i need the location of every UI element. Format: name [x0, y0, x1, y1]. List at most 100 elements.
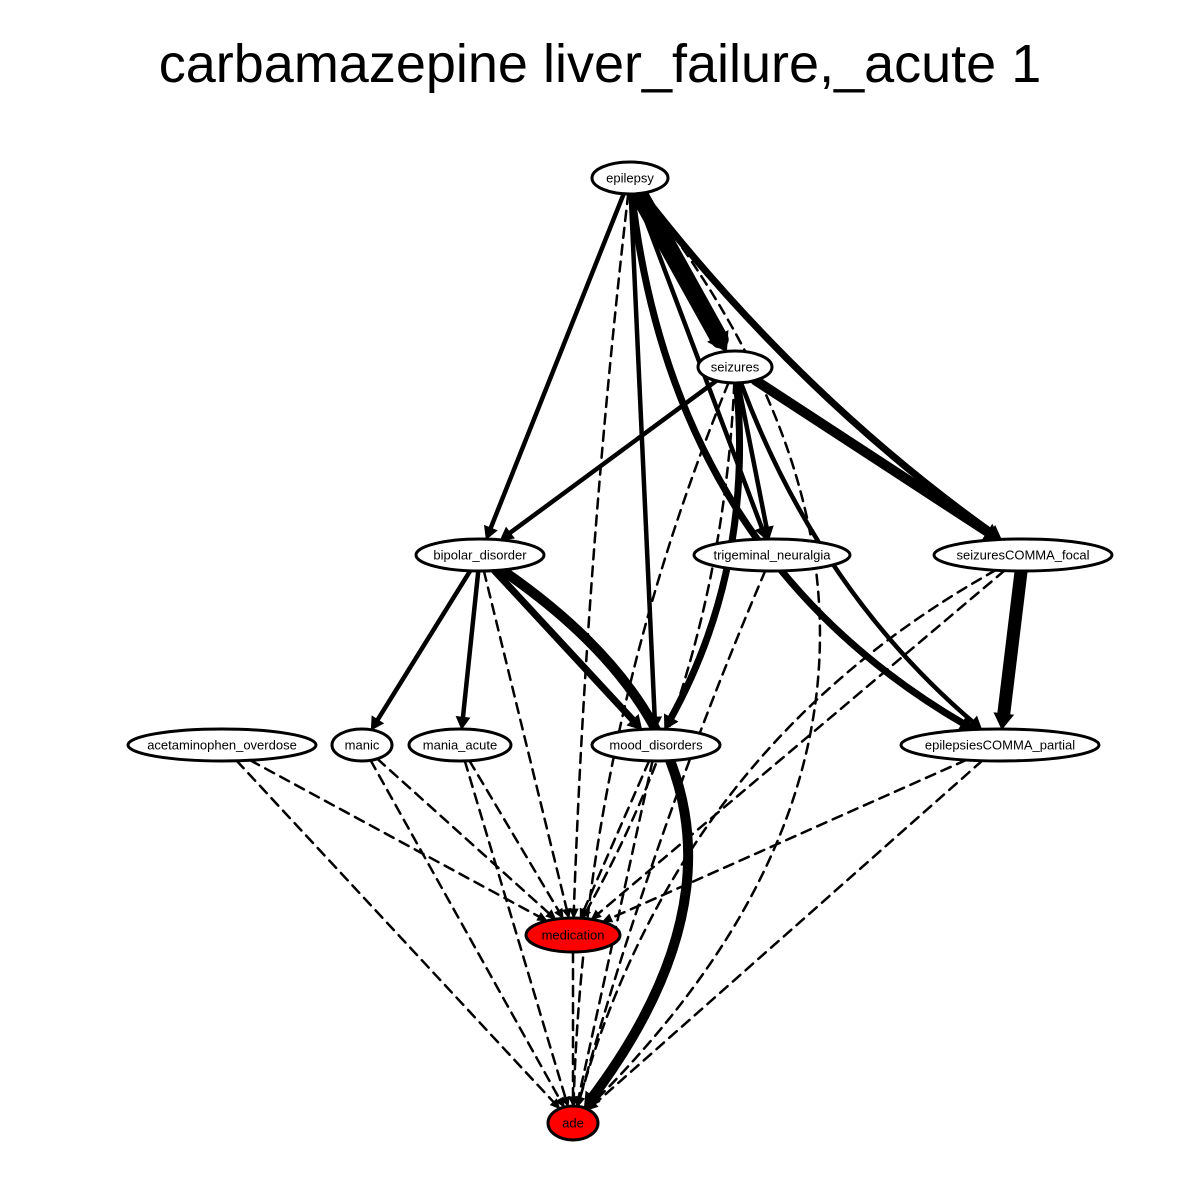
edge-line	[594, 759, 984, 1105]
node-label: epilepsy	[606, 171, 654, 186]
node-seizuresCOMMA_focal: seizuresCOMMA_focal	[932, 537, 1114, 573]
edge-arrowhead	[707, 330, 729, 353]
node-ellipse	[692, 537, 852, 573]
node-label: bipolar_disorder	[433, 548, 527, 563]
edge-arrowhead	[590, 909, 602, 921]
edge-line	[629, 184, 729, 349]
graph-title: carbamazepine liver_failure,_acute 1	[159, 34, 1042, 94]
node-label: manic	[345, 738, 380, 753]
edge-line	[610, 758, 968, 920]
edge-line	[248, 759, 540, 918]
node-ellipse	[590, 160, 670, 196]
edge-acetaminophen_overdose-to-ade	[235, 759, 561, 1110]
edge-seizuresCOMMA_focal-to-medication	[590, 569, 1006, 921]
node-bipolar_disorder: bipolar_disorder	[414, 537, 546, 573]
edge-arrowhead	[455, 716, 471, 731]
edge-line	[482, 569, 568, 911]
edge-arrowhead	[560, 1095, 570, 1108]
edge-line	[369, 759, 561, 1101]
edge-arrowhead	[569, 908, 579, 920]
edge-mania_acute-to-ade	[463, 759, 570, 1108]
node-acetaminophen_overdose: acetaminophen_overdose	[126, 727, 318, 763]
edge-arrowhead	[549, 1098, 561, 1110]
edge-manic-to-medication	[376, 757, 557, 921]
edge-line	[235, 759, 555, 1103]
node-ellipse	[407, 727, 513, 763]
node-ellipse	[546, 1104, 600, 1142]
node-label: medication	[542, 928, 605, 943]
edge-line	[468, 759, 560, 912]
node-medication: medication	[524, 916, 622, 954]
node-ellipse	[414, 537, 546, 573]
node-ellipse	[524, 916, 622, 954]
node-label: seizuresCOMMA_focal	[957, 548, 1090, 563]
edge-bipolar_disorder-to-manic	[370, 568, 473, 731]
edge-line	[582, 759, 651, 911]
node-ellipse	[330, 727, 394, 763]
edge-mania_acute-to-medication	[468, 759, 564, 920]
edge-mood_disorders-to-medication	[579, 759, 651, 920]
edge-line	[628, 191, 658, 722]
edge-line	[638, 189, 997, 537]
node-ellipse	[932, 537, 1114, 573]
edge-line	[585, 381, 736, 912]
node-ellipse	[590, 727, 722, 763]
edge-arrowhead	[579, 907, 589, 920]
nodes-layer: epilepsy seizures bipolar_disorder trigemin…	[126, 160, 1114, 1142]
edge-seizures-to-trigeminal_neuralgia	[735, 380, 774, 541]
edge-seizures-to-epilepsiesCOMMA_partial	[738, 380, 983, 730]
edge-line	[750, 375, 995, 539]
node-ellipse	[696, 349, 774, 385]
node-seizures: seizures	[696, 349, 774, 385]
edges-layer	[235, 184, 1028, 1111]
edge-line	[579, 568, 997, 1099]
edge-arrowhead	[554, 907, 564, 920]
edge-line	[578, 569, 767, 1099]
node-label: acetaminophen_overdose	[147, 738, 297, 753]
edge-line	[572, 192, 630, 910]
edge-bipolar_disorder-to-mania_acute	[455, 568, 481, 731]
edge-seizuresCOMMA_focal-to-epilepsiesCOMMA_partial	[993, 564, 1028, 730]
edge-line	[592, 191, 822, 1104]
node-manic: manic	[330, 727, 394, 763]
edge-arrowhead	[993, 712, 1015, 730]
edge-arrowhead	[626, 714, 643, 731]
node-epilepsy: epilepsy	[590, 160, 670, 196]
edge-epilepsy-to-bipolar_disorder	[483, 191, 626, 541]
node-mood_disorders: mood_disorders	[590, 727, 722, 763]
edge-seizures-to-bipolar_disorder	[499, 378, 719, 541]
edge-line	[374, 568, 473, 725]
node-label: ade	[562, 1116, 584, 1131]
edge-line	[460, 568, 481, 722]
edge-bipolar_disorder-to-medication	[482, 569, 572, 920]
edge-arrowhead	[601, 913, 614, 923]
node-epilepsiesCOMMA_partial: epilepsiesCOMMA_partial	[899, 727, 1101, 763]
edge-line	[505, 378, 719, 537]
edge-arrowhead	[545, 909, 557, 921]
node-mania_acute: mania_acute	[407, 727, 513, 763]
edge-line	[490, 567, 639, 726]
edge-arrowhead	[967, 715, 983, 730]
edge-epilepsiesCOMMA_partial-to-ade	[587, 759, 984, 1111]
edge-arrowhead	[568, 1096, 578, 1108]
edge-line	[597, 569, 1006, 915]
edge-arrowhead	[483, 524, 498, 541]
edge-medication-to-ade	[568, 950, 578, 1108]
edge-arrowhead	[587, 1099, 599, 1111]
node-label: epilepsiesCOMMA_partial	[925, 738, 1075, 753]
node-trigeminal_neuralgia: trigeminal_neuralgia	[692, 537, 852, 573]
node-label: mania_acute	[423, 738, 497, 753]
edge-line	[738, 380, 977, 726]
edge-epilepsy-to-seizures	[629, 184, 729, 353]
edge-line	[496, 565, 694, 1104]
edge-line	[487, 191, 626, 533]
edge-arrowhead	[536, 912, 548, 922]
node-ellipse	[899, 727, 1101, 763]
edge-line	[996, 564, 1028, 724]
edge-arrowhead	[759, 525, 774, 541]
edge-arrowhead	[370, 715, 385, 731]
node-ellipse	[126, 727, 318, 763]
edge-arrowhead	[561, 907, 572, 920]
node-ade: ade	[546, 1104, 600, 1142]
